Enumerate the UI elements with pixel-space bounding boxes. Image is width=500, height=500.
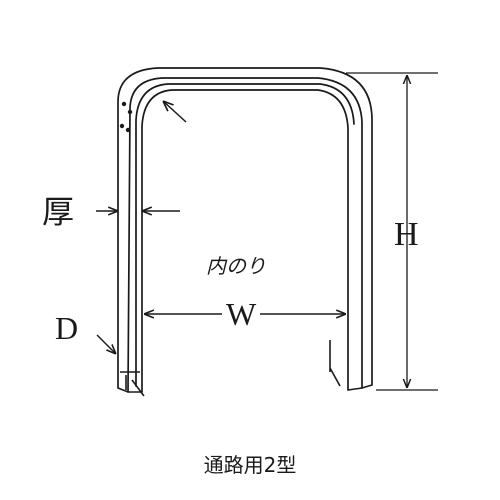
- inner-clearance-label: 内のり: [206, 254, 266, 278]
- arch-inner-contour: [141, 89, 349, 393]
- right-leg-foot: [329, 340, 373, 391]
- height-label: H: [394, 216, 419, 253]
- thickness-label: 厚: [42, 193, 75, 231]
- width-label: W: [222, 298, 261, 330]
- depth-label: D: [55, 310, 79, 346]
- arch-outer-contour: [117, 67, 373, 389]
- bolt-holes: [119, 101, 133, 133]
- arch-inner-back-edge: [135, 83, 355, 387]
- depth-pointer: [96, 334, 116, 354]
- left-leg-foot: [117, 371, 145, 397]
- diagram-caption: 通路用2型: [203, 453, 297, 477]
- height-dimension: [346, 72, 438, 391]
- radius-pointer: [163, 101, 187, 123]
- arch-outer-side-edge: [127, 77, 363, 393]
